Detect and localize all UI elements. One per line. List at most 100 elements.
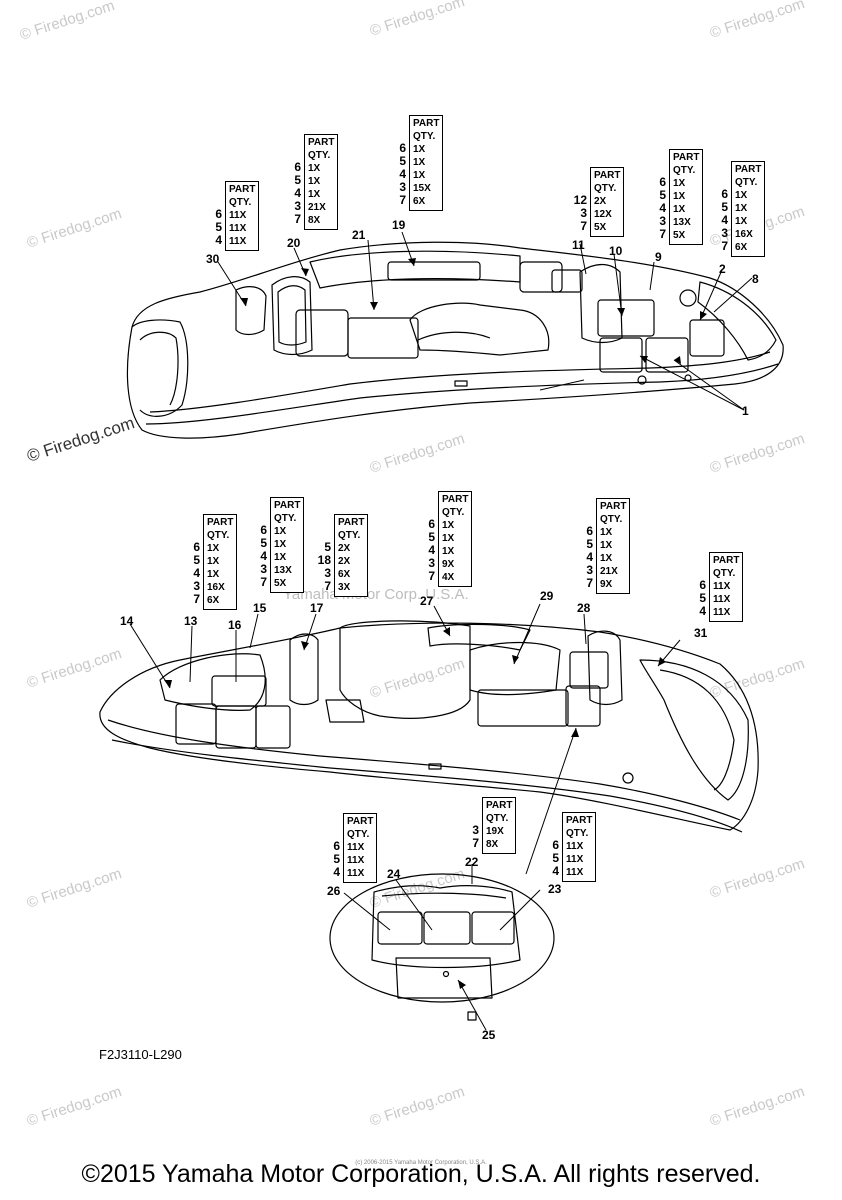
callout-23: 23 bbox=[548, 882, 562, 896]
qty-value: 16X bbox=[735, 229, 753, 240]
part-number: 3 bbox=[659, 214, 666, 228]
callout-2: 2 bbox=[719, 262, 726, 276]
part-number: 7 bbox=[580, 219, 587, 233]
part-number: 6 bbox=[586, 524, 593, 538]
inset-outline bbox=[329, 873, 555, 1003]
callout-26: 26 bbox=[327, 884, 341, 898]
qty-value: 1X bbox=[207, 543, 220, 554]
part-number: 5 bbox=[260, 536, 267, 550]
part-number: 3 bbox=[260, 562, 267, 576]
qty-value: 1X bbox=[600, 540, 613, 551]
mid-deck-rail bbox=[107, 719, 741, 821]
qty-value: 1X bbox=[735, 190, 748, 201]
qty-table-header: PART bbox=[566, 815, 593, 826]
part-number: 6 bbox=[428, 517, 435, 531]
qty-table-header: PART bbox=[600, 501, 627, 512]
part-number: 7 bbox=[193, 592, 200, 606]
inset-floor bbox=[395, 957, 493, 999]
part-number: 4 bbox=[428, 543, 435, 557]
callout-11: 11 bbox=[572, 238, 585, 252]
qty-value: 11X bbox=[713, 594, 731, 605]
top-dash-19 bbox=[387, 261, 481, 281]
part-number: 3 bbox=[193, 579, 200, 593]
inset-box-24 bbox=[423, 911, 471, 945]
callout-31: 31 bbox=[694, 626, 708, 640]
mid-step bbox=[325, 699, 365, 723]
callout-28: 28 bbox=[577, 601, 591, 615]
callout-30: 30 bbox=[206, 252, 220, 266]
inset-box-26 bbox=[377, 911, 423, 945]
qty-value: 6X bbox=[413, 196, 426, 207]
qty-table-header: PART bbox=[229, 184, 256, 195]
part-number: 6 bbox=[333, 839, 340, 853]
part-number: 6 bbox=[215, 207, 222, 221]
top-console bbox=[409, 302, 550, 356]
qty-value: 1X bbox=[600, 553, 613, 564]
top-cleat bbox=[454, 380, 468, 387]
part-number: 5 bbox=[399, 154, 406, 168]
callout-27: 27 bbox=[420, 594, 434, 608]
qty-table-header: QTY. bbox=[338, 530, 361, 541]
qty-table-header: QTY. bbox=[274, 513, 297, 524]
callout-15: 15 bbox=[253, 601, 267, 615]
qty-value: 6X bbox=[207, 595, 220, 606]
qty-value: 11X bbox=[713, 607, 731, 618]
qty-value: 1X bbox=[308, 163, 321, 174]
qty-value: 1X bbox=[442, 546, 455, 557]
top-bow-panel bbox=[139, 331, 179, 406]
qty-value: 13X bbox=[274, 565, 292, 576]
part-number: 5 bbox=[294, 173, 301, 187]
callout-25: 25 bbox=[482, 1028, 496, 1042]
mid-watermark: Yamaha Motor Corp. U.S.A. bbox=[283, 586, 469, 603]
part-number: 6 bbox=[193, 540, 200, 554]
part-number: 4 bbox=[260, 549, 267, 563]
top-box-10 bbox=[597, 299, 655, 337]
callout-21: 21 bbox=[352, 228, 366, 242]
part-number: 5 bbox=[552, 851, 559, 865]
part-number: 4 bbox=[721, 213, 728, 227]
qty-value: 12X bbox=[594, 209, 612, 220]
qty-value: 3X bbox=[338, 582, 351, 593]
qty-value: 2X bbox=[338, 556, 351, 567]
qty-value: 1X bbox=[600, 527, 613, 538]
mid-left-cowl bbox=[159, 653, 266, 711]
part-number: 5 bbox=[586, 537, 593, 551]
part-number: 12 bbox=[573, 193, 587, 207]
qty-value: 2X bbox=[594, 196, 607, 207]
top-seat-left-inner bbox=[277, 285, 307, 346]
top-bow-left-box bbox=[235, 286, 267, 336]
qty-value: 1X bbox=[735, 216, 748, 227]
qty-table-header: QTY. bbox=[413, 131, 436, 142]
qty-value: 1X bbox=[735, 203, 748, 214]
mid-bow-right bbox=[639, 659, 749, 801]
callout-9: 9 bbox=[655, 250, 662, 264]
qty-value: 11X bbox=[347, 855, 365, 866]
qty-table-header: QTY. bbox=[673, 165, 696, 176]
tiny-copyright: (c) 2006-2015 Yamaha Motor Corporation, … bbox=[355, 1160, 487, 1166]
qty-table-header: QTY. bbox=[566, 828, 589, 839]
qty-value: 11X bbox=[347, 842, 365, 853]
qty-value: 1X bbox=[413, 157, 426, 168]
part-number: 5 bbox=[324, 540, 331, 554]
qty-value: 1X bbox=[413, 144, 426, 155]
